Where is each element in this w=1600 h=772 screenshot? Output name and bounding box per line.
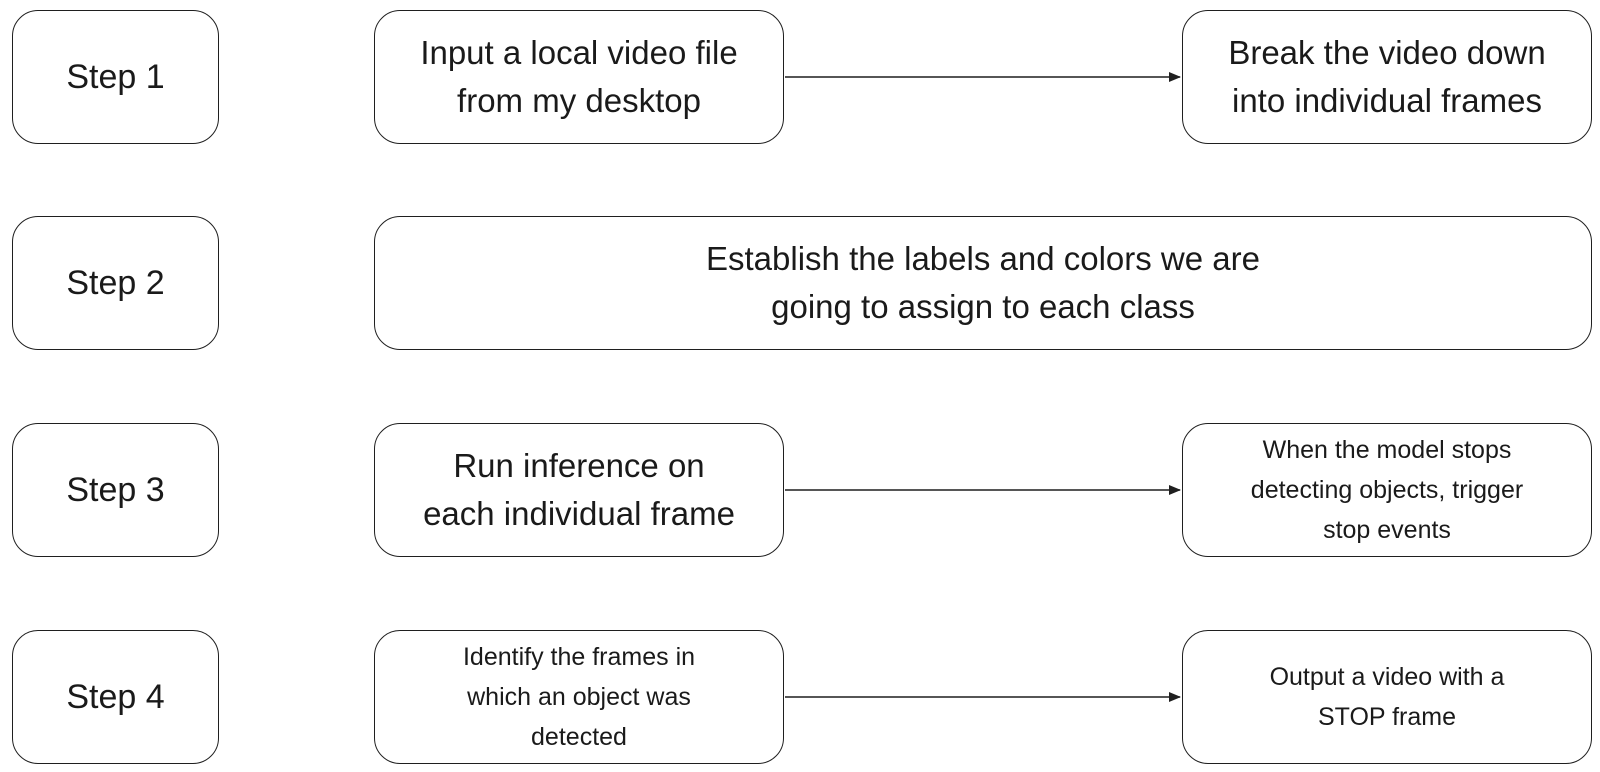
step-4-output-text: Output a video with a STOP frame [1269,663,1505,731]
step-3-input-box: Run inference on each individual frame [374,423,784,557]
step-2-box: Step 2 [12,216,219,350]
step-1-output-box: Break the video down into individual fra… [1182,10,1592,144]
step-1-input-text: Input a local video file from my desktop [420,33,738,120]
step-1-label: Step 1 [66,57,165,96]
step-3-output-box: When the model stops detecting objects, … [1182,423,1592,557]
step-4-output-box: Output a video with a STOP frame [1182,630,1592,764]
step-2-wide-box: Establish the labels and colors we are g… [374,216,1592,350]
step-3-input-text: Run inference on each individual frame [423,446,735,533]
step-4-input-text: Identify the frames in which an object w… [462,643,696,751]
step-2-text: Establish the labels and colors we are g… [706,239,1260,326]
step-1-output-text: Break the video down into individual fra… [1228,33,1546,120]
step-3-label: Step 3 [66,470,165,509]
step-3-output-text: When the model stops detecting objects, … [1250,436,1524,544]
step-4-label: Step 4 [66,677,165,716]
step-1-box: Step 1 [12,10,219,144]
step-3-box: Step 3 [12,423,219,557]
step-4-input-box: Identify the frames in which an object w… [374,630,784,764]
step-2-label: Step 2 [66,263,165,302]
step-4-box: Step 4 [12,630,219,764]
step-1-input-box: Input a local video file from my desktop [374,10,784,144]
